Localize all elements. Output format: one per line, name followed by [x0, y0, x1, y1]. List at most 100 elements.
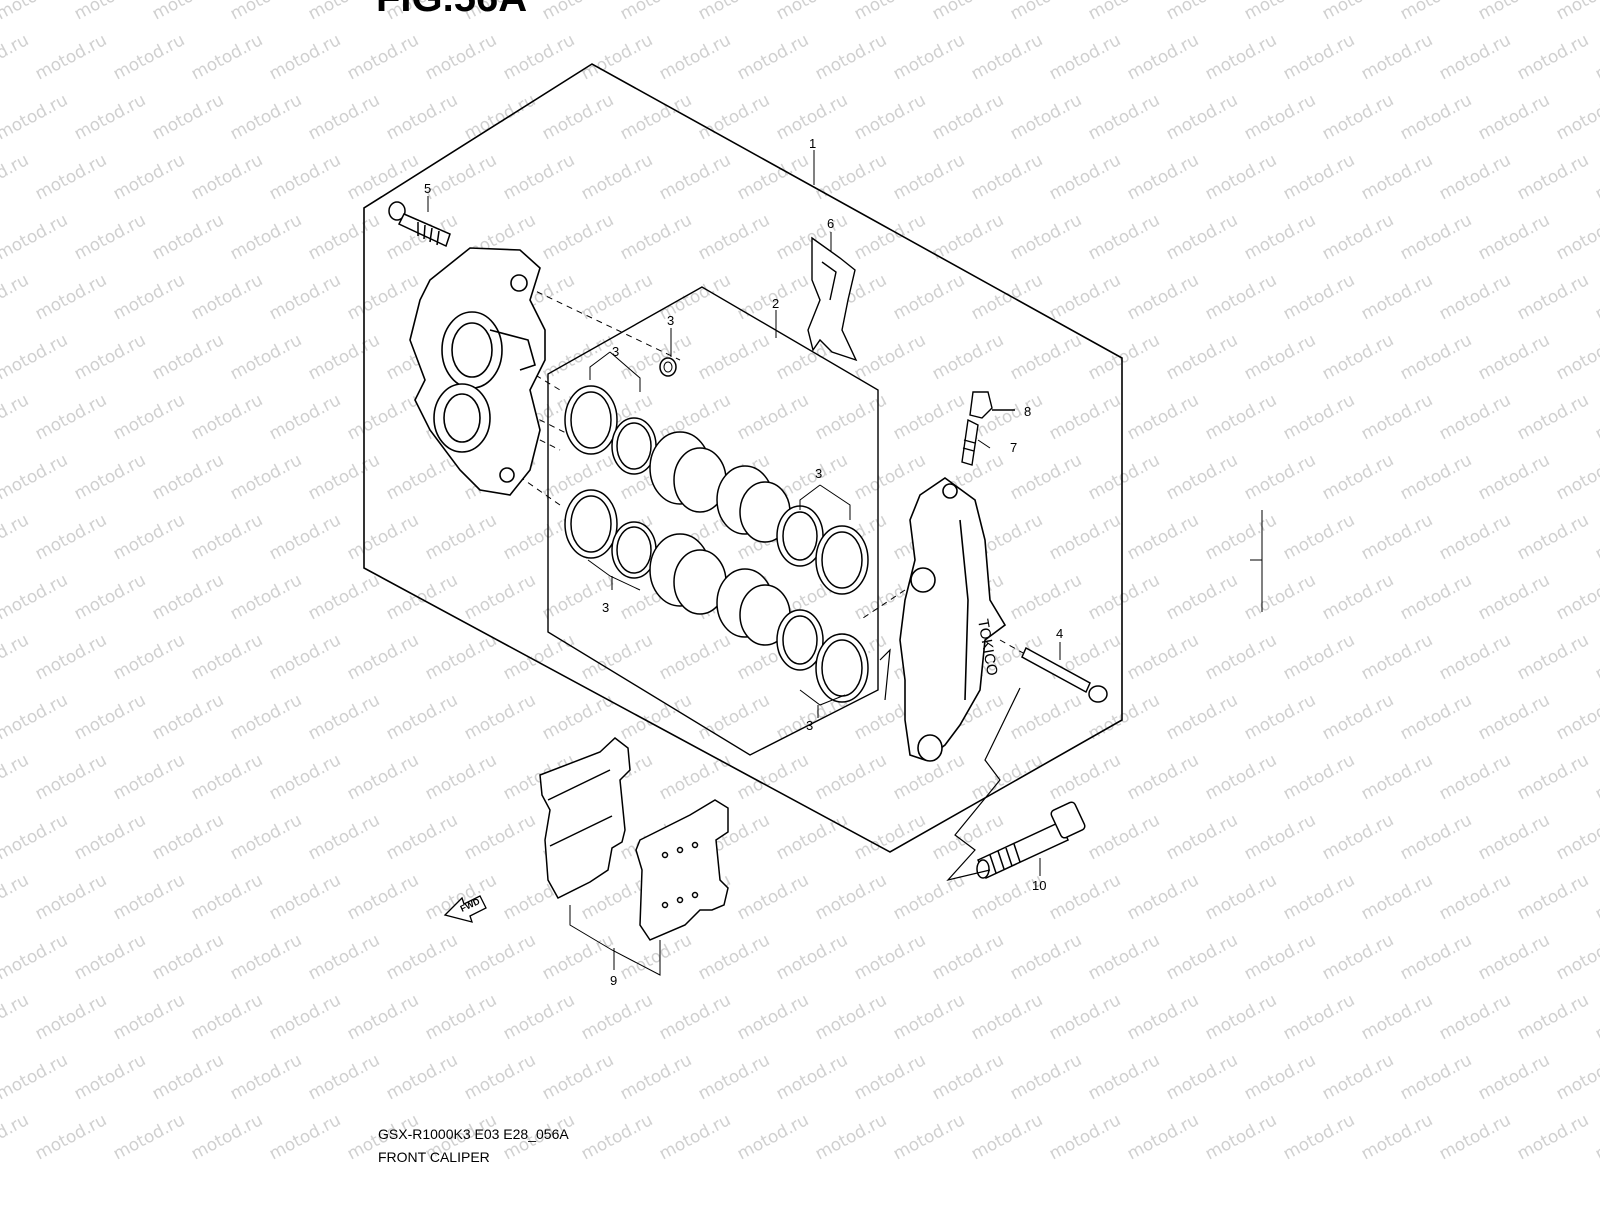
watermark-text: motod.ru	[188, 630, 266, 684]
watermark-text: motod.ru	[266, 870, 344, 924]
watermark-text: motod.ru	[188, 150, 266, 204]
watermark-text: motod.ru	[1085, 810, 1163, 864]
watermark-text: motod.ru	[1124, 510, 1202, 564]
watermark-text: motod.ru	[1007, 1050, 1085, 1104]
watermark-text: motod.ru	[1280, 750, 1358, 804]
watermark-text: motod.ru	[344, 390, 422, 444]
watermark-text: motod.ru	[1085, 0, 1163, 24]
watermark-text: motod.ru	[383, 1050, 461, 1104]
watermark-text: motod.ru	[32, 510, 110, 564]
watermark-text: motod.ru	[0, 570, 71, 624]
watermark-text: motod.ru	[1397, 690, 1475, 744]
watermark-text: motod.ru	[305, 570, 383, 624]
watermark-text: motod.ru	[929, 930, 1007, 984]
watermark-text: motod.ru	[0, 510, 32, 564]
watermark-text: motod.ru	[1553, 450, 1600, 504]
watermark-text: motod.ru	[1358, 990, 1436, 1044]
watermark-text: motod.ru	[188, 30, 266, 84]
watermark-text: motod.ru	[1163, 1050, 1241, 1104]
watermark-text: motod.ru	[383, 570, 461, 624]
watermark-text: motod.ru	[0, 630, 32, 684]
watermark-text: motod.ru	[188, 870, 266, 924]
callout-10: 10	[1032, 878, 1046, 893]
watermark-text: motod.ru	[1046, 1110, 1124, 1164]
watermark-text: motod.ru	[1280, 150, 1358, 204]
watermark-text: motod.ru	[1475, 210, 1553, 264]
watermark-text: motod.ru	[383, 690, 461, 744]
seal-brackets	[587, 351, 851, 718]
watermark-text: motod.ru	[0, 0, 71, 24]
watermark-text: motod.ru	[1592, 1110, 1600, 1164]
watermark-text: motod.ru	[1358, 870, 1436, 924]
watermark-text: motod.ru	[149, 450, 227, 504]
bleeder-7	[961, 418, 979, 466]
watermark-text: motod.ru	[422, 630, 500, 684]
watermark-text: motod.ru	[0, 990, 32, 1044]
watermark-text: motod.ru	[1280, 870, 1358, 924]
watermark-text: motod.ru	[1124, 750, 1202, 804]
watermark-text: motod.ru	[578, 990, 656, 1044]
watermark-text: motod.ru	[695, 690, 773, 744]
caliper-half-left	[409, 247, 546, 496]
watermark-text: motod.ru	[0, 810, 71, 864]
watermark-text: motod.ru	[1592, 150, 1600, 204]
callout-3: 3	[667, 313, 674, 328]
watermark-text: motod.ru	[1397, 90, 1475, 144]
watermark-text: motod.ru	[1202, 990, 1280, 1044]
watermark-text: motod.ru	[1436, 990, 1514, 1044]
watermark-text: motod.ru	[1007, 330, 1085, 384]
watermark-text: motod.ru	[539, 0, 617, 24]
watermark-text: motod.ru	[695, 0, 773, 24]
watermark-text: motod.ru	[1202, 270, 1280, 324]
watermark-text: motod.ru	[227, 450, 305, 504]
break-lines	[879, 648, 1021, 882]
watermark-text: motod.ru	[1085, 1050, 1163, 1104]
watermark-text: motod.ru	[851, 0, 929, 24]
watermark-text: motod.ru	[266, 1110, 344, 1164]
watermark-text: motod.ru	[266, 150, 344, 204]
watermark-text: motod.ru	[1397, 1050, 1475, 1104]
watermark-text: motod.ru	[890, 30, 968, 84]
watermark-text: motod.ru	[1436, 750, 1514, 804]
watermark-text: motod.ru	[1241, 0, 1319, 24]
watermark-text: motod.ru	[1436, 30, 1514, 84]
watermark-text: motod.ru	[539, 210, 617, 264]
watermark-text: motod.ru	[1202, 30, 1280, 84]
watermark-text: motod.ru	[110, 990, 188, 1044]
watermark-text: motod.ru	[1514, 990, 1592, 1044]
watermark-text: motod.ru	[1319, 1050, 1397, 1104]
watermark-text: motod.ru	[149, 570, 227, 624]
watermark-text: motod.ru	[461, 570, 539, 624]
watermark-text: motod.ru	[1397, 330, 1475, 384]
assembly-outline	[363, 63, 1123, 853]
watermark-text: motod.ru	[1163, 810, 1241, 864]
watermark-text: motod.ru	[1007, 0, 1085, 24]
watermark-text: motod.ru	[1163, 210, 1241, 264]
watermark-text: motod.ru	[71, 570, 149, 624]
watermark-text: motod.ru	[1280, 270, 1358, 324]
watermark-text: motod.ru	[1592, 750, 1600, 804]
watermark-text: motod.ru	[1124, 30, 1202, 84]
watermark-text: motod.ru	[71, 1050, 149, 1104]
watermark-text: motod.ru	[1475, 810, 1553, 864]
watermark-text: motod.ru	[110, 630, 188, 684]
watermark-text: motod.ru	[1163, 570, 1241, 624]
watermark-text: motod.ru	[0, 870, 32, 924]
watermark-text: motod.ru	[344, 750, 422, 804]
watermark-text: motod.ru	[851, 450, 929, 504]
watermark-text: motod.ru	[1124, 990, 1202, 1044]
watermark-text: motod.ru	[266, 750, 344, 804]
watermark-text: motod.ru	[656, 1110, 734, 1164]
watermark-text: motod.ru	[1280, 990, 1358, 1044]
watermark-text: motod.ru	[383, 450, 461, 504]
watermark-text: motod.ru	[110, 750, 188, 804]
watermark-text: motod.ru	[149, 1050, 227, 1104]
watermark-text: motod.ru	[851, 210, 929, 264]
watermark-text: motod.ru	[1046, 390, 1124, 444]
watermark-text: motod.ru	[617, 1050, 695, 1104]
watermark-text: motod.ru	[1436, 630, 1514, 684]
watermark-text: motod.ru	[1007, 690, 1085, 744]
watermark-text: motod.ru	[1280, 390, 1358, 444]
